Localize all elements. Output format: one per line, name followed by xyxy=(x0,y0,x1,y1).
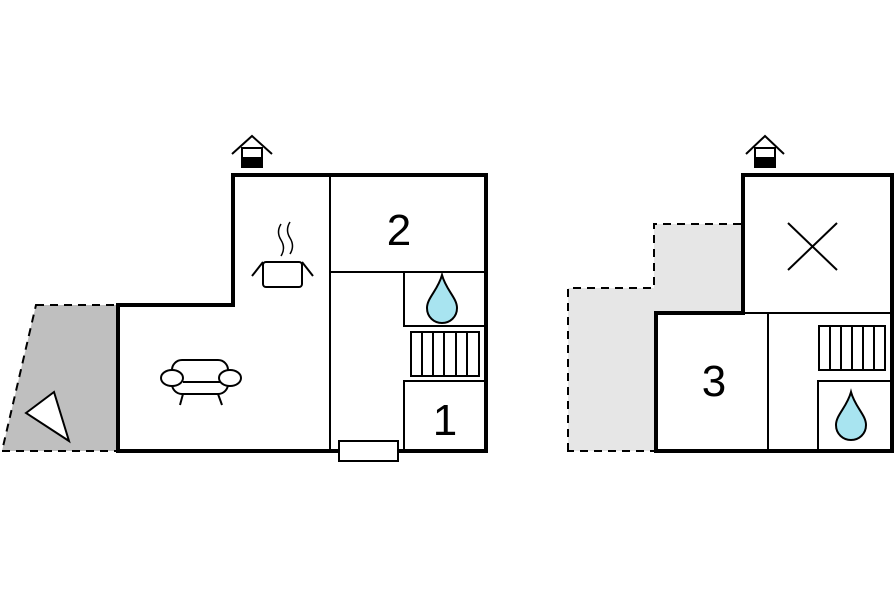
room-label-3: 3 xyxy=(702,357,726,406)
cooking-pot-icon xyxy=(251,221,314,288)
floor-plan-left: 2 1 xyxy=(0,134,488,462)
sofa-icon xyxy=(160,359,242,406)
room-label-2: 2 xyxy=(387,206,411,255)
room-label-1: 1 xyxy=(433,396,457,445)
entrance-door xyxy=(338,440,399,462)
terrace-triangle-icon xyxy=(24,390,71,444)
interior-walls xyxy=(329,175,486,451)
water-drop-icon xyxy=(834,388,868,442)
water-drop-icon xyxy=(425,271,459,325)
floor-plan-right: 3 xyxy=(567,134,894,453)
stairs-icon xyxy=(818,325,886,371)
interior-walls-upper xyxy=(743,312,892,451)
entrance-house-icon xyxy=(745,134,785,168)
cross-icon xyxy=(787,222,838,271)
entrance-house-icon xyxy=(231,134,273,168)
stairs-icon xyxy=(410,331,480,377)
